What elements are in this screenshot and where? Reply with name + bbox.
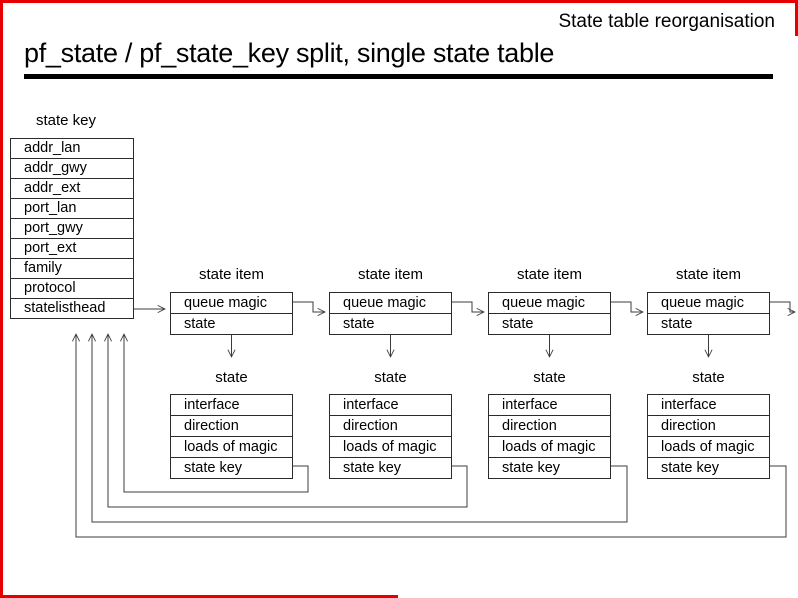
state-item-box: queue magic state [170, 292, 293, 335]
table-cell: addr_ext [11, 178, 133, 198]
state-struct-title: state [374, 369, 407, 386]
table-cell: queue magic [343, 295, 427, 311]
table-cell: port_lan [11, 198, 133, 218]
table-cell: family [11, 258, 133, 278]
red-border-bottom [0, 595, 398, 598]
diagram-column-2: state item queue magic state state inter… [329, 0, 452, 598]
table-cell: state [489, 313, 610, 334]
state-item-box: queue magic state [647, 292, 770, 335]
state-key-table-title: state key [35, 112, 97, 129]
table-cell: queue magic [661, 295, 745, 311]
state-item-title: state item [357, 266, 424, 283]
state-struct-box: interface direction loads of magic state… [488, 394, 611, 479]
state-struct-box: interface direction loads of magic state… [647, 394, 770, 479]
table-cell: loads of magic [489, 436, 610, 457]
red-border-left [0, 0, 3, 598]
table-cell: loads of magic [648, 436, 769, 457]
table-cell: state [171, 313, 292, 334]
state-struct-box: interface direction loads of magic state… [329, 394, 452, 479]
table-cell: state key [489, 457, 610, 478]
table-cell: loads of magic [330, 436, 451, 457]
state-item-box: queue magic state [488, 292, 611, 335]
title-underline [24, 74, 773, 79]
table-cell: state [330, 313, 451, 334]
table-cell: direction [171, 415, 292, 436]
state-struct-box: interface direction loads of magic state… [170, 394, 293, 479]
table-cell: interface [502, 397, 558, 413]
red-border-top [0, 0, 798, 3]
table-cell: state [648, 313, 769, 334]
table-cell: interface [661, 397, 717, 413]
table-cell: interface [184, 397, 240, 413]
table-cell: loads of magic [171, 436, 292, 457]
arrow-item1-to-item2 [293, 301, 324, 312]
state-struct-title: state [692, 369, 725, 386]
table-cell: addr_gwy [11, 158, 133, 178]
arrow-item3-to-item4 [611, 301, 642, 312]
table-cell: port_ext [11, 238, 133, 258]
table-cell: queue magic [184, 295, 268, 311]
diagram-column-1: state item queue magic state state inter… [170, 0, 293, 598]
table-cell: direction [648, 415, 769, 436]
table-cell: direction [330, 415, 451, 436]
state-struct-title: state [533, 369, 566, 386]
table-cell: protocol [11, 278, 133, 298]
table-cell: direction [489, 415, 610, 436]
table-cell: state key [330, 457, 451, 478]
slide-corner-title: State table reorganisation [558, 11, 775, 32]
state-item-title: state item [675, 266, 742, 283]
state-item-title: state item [516, 266, 583, 283]
table-cell: statelisthead [11, 298, 133, 318]
table-cell: state key [648, 457, 769, 478]
table-cell: state key [171, 457, 292, 478]
arrow-item4-to-next [770, 301, 794, 312]
diagram-column-4: state item queue magic state state inter… [647, 0, 770, 598]
diagram-column-3: state item queue magic state state inter… [488, 0, 611, 598]
table-cell: queue magic [502, 295, 586, 311]
table-cell: port_gwy [11, 218, 133, 238]
arrow-item2-to-item3 [452, 301, 483, 312]
state-struct-title: state [215, 369, 248, 386]
table-cell: interface [343, 397, 399, 413]
state-item-title: state item [198, 266, 265, 283]
table-cell: addr_lan [24, 140, 81, 156]
state-item-box: queue magic state [329, 292, 452, 335]
state-key-table: addr_lan addr_gwy addr_ext port_lan port… [10, 138, 134, 319]
slide-title: pf_state / pf_state_key split, single st… [24, 38, 555, 68]
red-border-right [795, 0, 798, 36]
